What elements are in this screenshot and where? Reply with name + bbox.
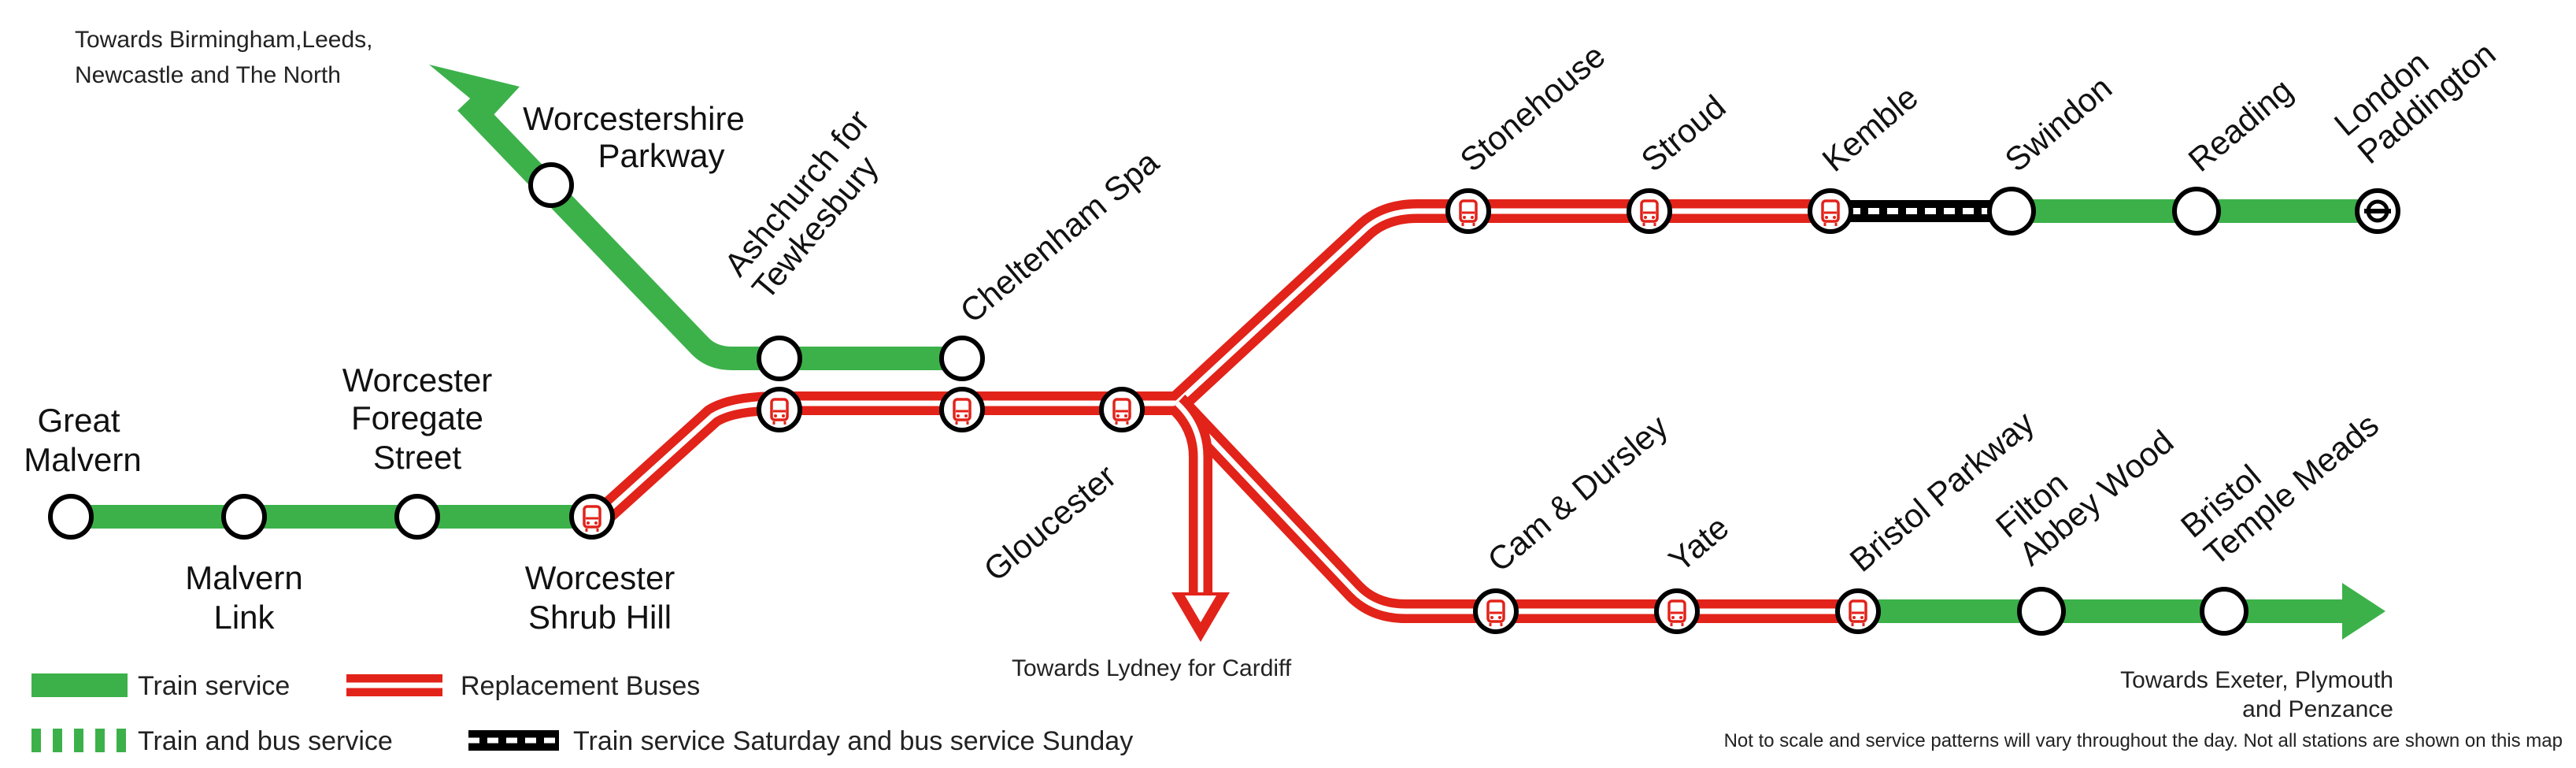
bus-line-gloucester-bristolparkway	[1168, 395, 1858, 623]
note-exeter-2: and Penzance	[2242, 696, 2393, 722]
direction-notes: Towards Birmingham,Leeds, Newcastle and …	[75, 27, 2393, 722]
station-ashchurch-bus	[757, 387, 802, 432]
label-yate: Yate	[1662, 508, 1736, 579]
station-cheltenham-train	[939, 336, 985, 381]
station-bristol-parkway	[1835, 588, 1881, 634]
station-yate	[1654, 588, 1700, 634]
station-stroud	[1627, 188, 1672, 234]
label-shrub-hill-2: Shrub Hill	[528, 599, 672, 636]
station-worcester-shrub-hill	[569, 494, 615, 540]
note-north-1: Towards Birmingham,Leeds,	[75, 27, 373, 53]
legend-train-bus-swatch	[31, 729, 126, 752]
bus-line-gloucester-kemble	[1161, 199, 1830, 415]
station-cam-dursley	[1473, 588, 1519, 634]
station-bristol-tm	[2200, 587, 2248, 636]
legend-train-label: Train service	[138, 671, 290, 701]
arrow-icon	[429, 65, 520, 117]
legend: Train service Replacement Buses Train an…	[31, 671, 1133, 756]
label-worcester-foregate-2: Foregate	[351, 399, 483, 436]
label-great-malvern-2: Malvern	[24, 441, 141, 478]
station-malvern-link	[221, 494, 267, 540]
note-exeter-1: Towards Exeter, Plymouth	[2120, 667, 2393, 693]
station-worcester-foregate	[394, 494, 440, 540]
london-underground-icon	[2355, 188, 2400, 234]
legend-bus-label: Replacement Buses	[461, 671, 700, 701]
station-cheltenham-bus	[939, 387, 985, 432]
label-cheltenham: Cheltenham Spa	[953, 143, 1166, 330]
bus-lines	[588, 199, 1858, 642]
note-north-2: Newcastle and The North	[75, 62, 341, 88]
station-gloucester	[1099, 387, 1145, 432]
label-stroud: Stroud	[1634, 87, 1733, 179]
station-stonehouse	[1445, 188, 1491, 234]
legend-train-bus-label: Train and bus service	[138, 726, 393, 756]
label-reading: Reading	[2182, 71, 2300, 179]
station-worcestershire-parkway	[528, 162, 574, 208]
station-swindon	[1987, 187, 2036, 236]
label-worcestershire-parkway-1: Worcestershire	[523, 100, 745, 137]
label-cam-dursley: Cam & Dursley	[1481, 407, 1675, 579]
station-ashchurch-train	[757, 336, 802, 381]
stations	[48, 162, 2400, 636]
label-malvern-link-1: Malvern	[185, 559, 302, 596]
label-gloucester: Gloucester	[977, 457, 1123, 588]
label-worcestershire-parkway-2: Parkway	[598, 137, 724, 174]
label-swindon: Swindon	[1998, 69, 2119, 179]
station-filton	[2017, 587, 2066, 636]
train-line-north	[457, 94, 775, 370]
label-shrub-hill-1: Worcester	[525, 559, 675, 596]
label-great-malvern-1: Great	[37, 402, 120, 439]
label-worcester-foregate-1: Worcester	[342, 362, 493, 399]
label-stonehouse: Stonehouse	[1453, 37, 1612, 179]
label-worcester-foregate-3: Street	[373, 439, 461, 476]
station-kemble	[1808, 188, 1853, 234]
footnote: Not to scale and service patterns will v…	[1724, 730, 2563, 751]
note-lydney: Towards Lydney for Cardiff	[1012, 655, 1292, 681]
station-reading	[2172, 187, 2221, 236]
label-malvern-link-2: Link	[213, 599, 275, 636]
label-bristol-parkway: Bristol Parkway	[1843, 404, 2041, 579]
station-great-malvern	[48, 494, 94, 540]
legend-sat-sun-label: Train service Saturday and bus service S…	[573, 726, 1133, 756]
train-lines	[71, 65, 2385, 640]
label-kemble: Kemble	[1815, 78, 1925, 179]
arrow-icon	[2342, 583, 2385, 640]
